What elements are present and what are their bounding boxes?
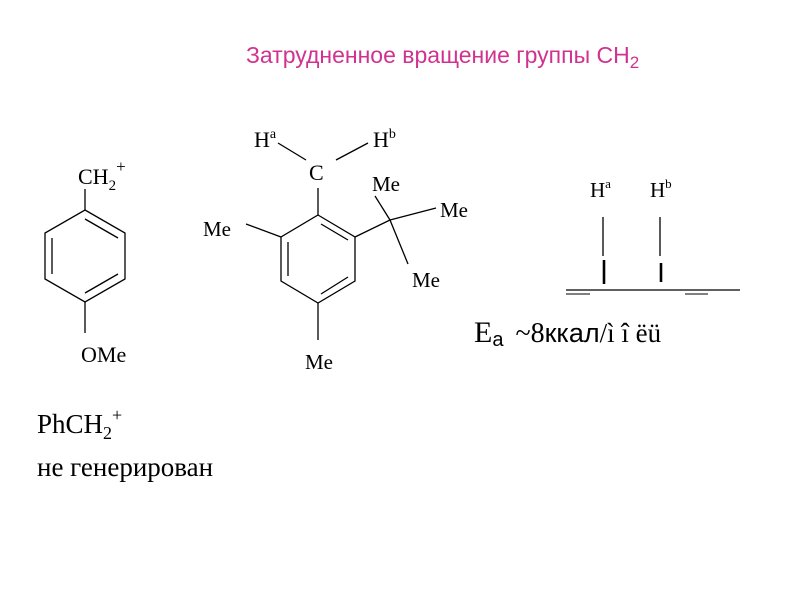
note-line-2: не генерирован — [37, 452, 214, 482]
ch2-label: CH2+ — [78, 157, 126, 194]
bond-tbu-me-top — [374, 195, 391, 221]
double-bond-left-2 — [84, 273, 119, 294]
tbu-me-top-label: Me — [372, 172, 400, 196]
carbon-label: C — [309, 160, 324, 185]
generation-note: PhCH2+ не генерирован — [37, 398, 213, 484]
peak-a-label: Ha — [590, 176, 611, 202]
double-bond-left-1 — [84, 218, 119, 239]
bond-tbu — [354, 219, 391, 238]
title-text: Затрудненное вращение группы CH — [246, 42, 630, 68]
me-left-label: Me — [203, 217, 231, 241]
benzene-ring-left — [44, 209, 126, 303]
bond-tbu-me-bottom — [389, 219, 409, 265]
double-bond-mid-2 — [320, 223, 349, 241]
slide-title: Затрудненное вращение группы CH2 — [246, 42, 639, 73]
ha-label: Ha — [254, 127, 277, 152]
bond-tbu-me-right — [389, 207, 437, 221]
structure-anisyl-cation — [44, 189, 126, 333]
hb-label: Hb — [373, 127, 396, 152]
bond-ha-c — [277, 142, 307, 161]
bond-hb-c — [335, 142, 369, 161]
title-subscript: 2 — [629, 53, 640, 72]
peak-b-label: Hb — [650, 176, 672, 202]
structure-hindered-benzyl — [245, 142, 437, 340]
spectrum — [566, 217, 740, 295]
ome-label-left: OMe — [81, 342, 126, 367]
tbu-me-right-label: Me — [440, 198, 468, 222]
energy-label: Ea~8ккал/ì î ëü — [474, 316, 662, 351]
benzene-ring-middle — [280, 214, 356, 304]
me-bottom-label: Me — [305, 350, 333, 374]
tbu-me-bottom-label: Me — [412, 268, 440, 292]
double-bond-mid-3 — [320, 276, 349, 295]
bond-me-left — [245, 223, 282, 238]
note-line-1: PhCH2+ — [37, 405, 123, 443]
